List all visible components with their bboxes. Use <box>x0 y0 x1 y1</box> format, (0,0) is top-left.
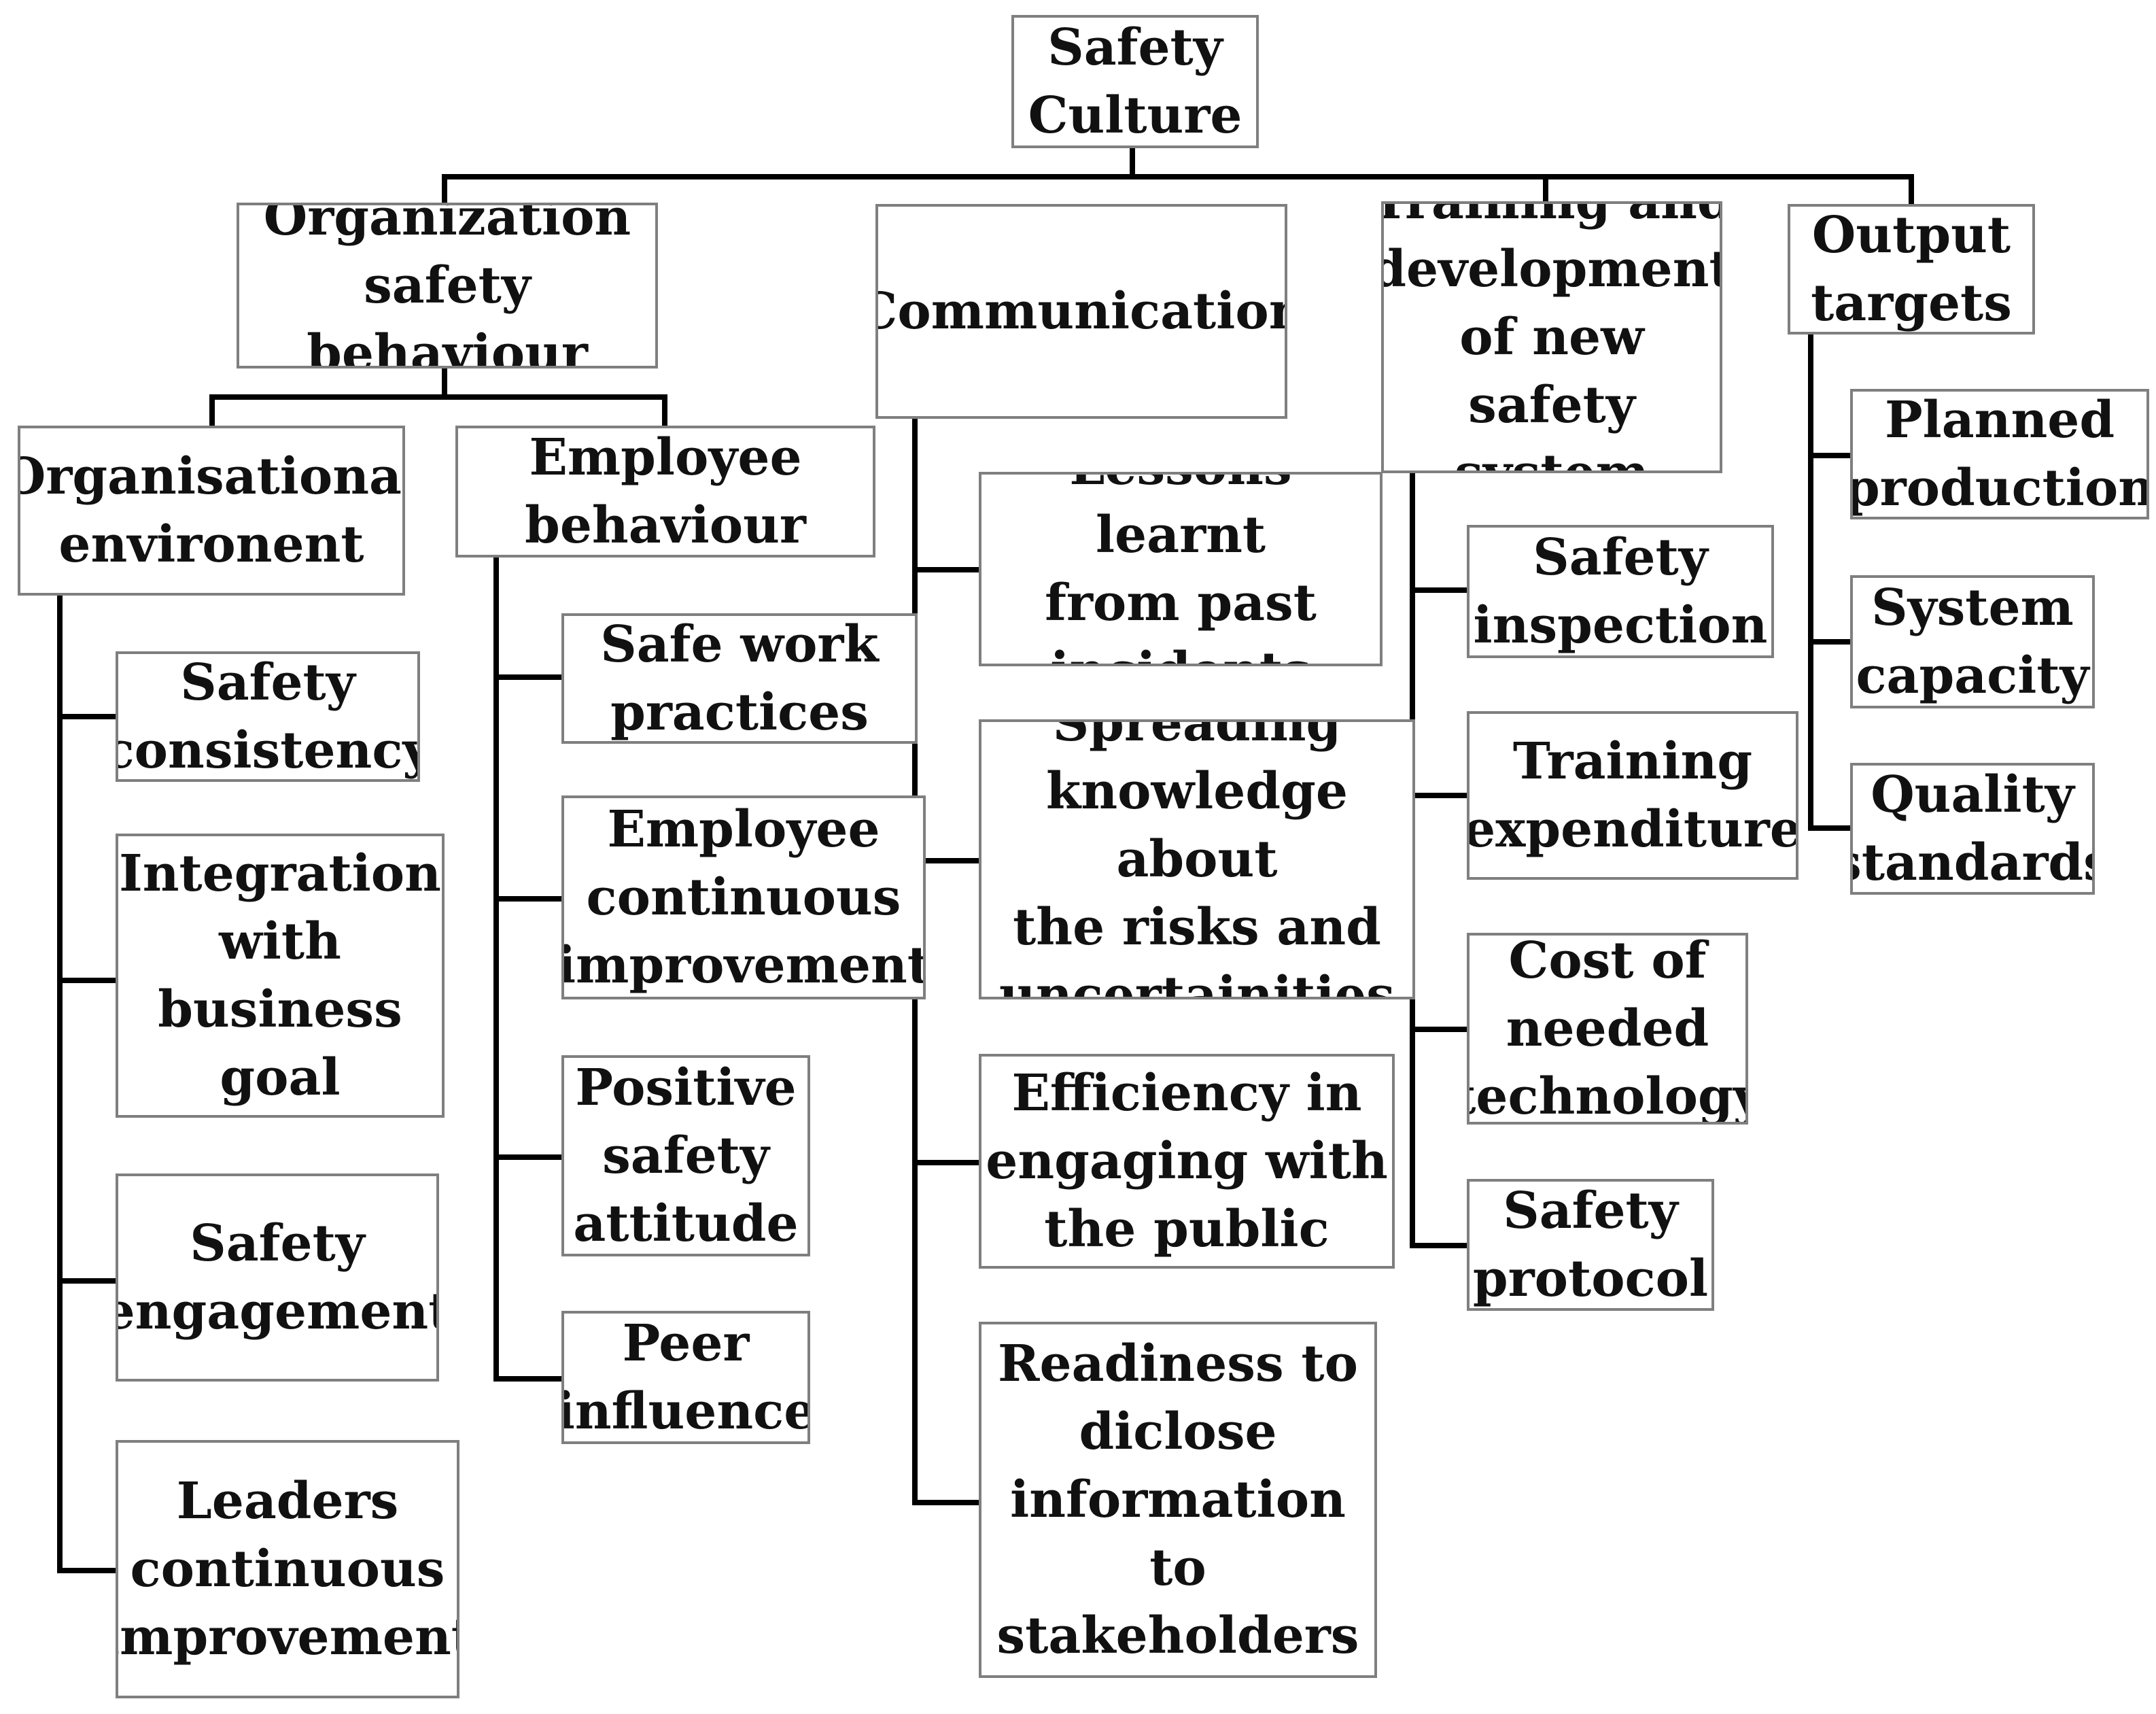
node-safety-engagement: Safety engagement <box>116 1173 439 1382</box>
connector-output-child-1 <box>1808 453 1851 458</box>
connector-to-output <box>1909 174 1914 207</box>
node-leaders-continuous-improvement: Leaders continuous improvement <box>116 1440 459 1698</box>
connector-level2-bus <box>209 394 667 400</box>
node-communication: Communication <box>875 204 1287 419</box>
connector-root-down <box>1130 147 1135 177</box>
connector-training-child-2 <box>1410 793 1468 798</box>
node-organisational-environment: Organisational environent <box>18 426 405 596</box>
node-quality-standards: Quality standards <box>1850 763 2095 895</box>
connector-to-training <box>1543 174 1548 207</box>
node-training-expenditure: Training expenditure <box>1467 711 1798 880</box>
connector-environment-spine <box>57 594 63 1571</box>
node-safety-consistency: Safety consistency <box>116 651 420 782</box>
node-system-capacity: System capacity <box>1850 575 2095 708</box>
connector-to-organization <box>442 174 447 207</box>
connector-employee-spine <box>493 556 499 1379</box>
connector-training-child-4 <box>1410 1243 1468 1248</box>
connector-output-child-3 <box>1808 825 1851 831</box>
node-positive-safety-attitude: Positive safety attitude <box>561 1055 810 1256</box>
node-peer-influence: Peer influence <box>561 1311 810 1444</box>
connector-employee-child-2 <box>493 896 563 902</box>
connector-level1-bus <box>442 174 1914 179</box>
node-organization-safety-behaviour: Organization safety behaviour <box>237 203 658 368</box>
connector-output-spine <box>1808 333 1813 828</box>
connector-environment-child-2 <box>57 978 117 983</box>
node-integration-with-business-goal: Integration with business goal <box>116 834 445 1118</box>
connector-communication-child-3 <box>912 1160 980 1165</box>
node-lessons-learnt: Lessons learnt from past incidents <box>979 472 1383 666</box>
node-readiness-to-disclose: Readiness to diclose information to stak… <box>979 1322 1377 1678</box>
node-safe-work-practices: Safe work practices <box>561 613 918 744</box>
node-safety-protocol: Safety protocol <box>1467 1179 1714 1311</box>
connector-to-employee <box>662 394 667 427</box>
node-employee-continuous-improvement: Employee continuous improvement <box>561 795 926 999</box>
connector-environment-child-3 <box>57 1278 117 1284</box>
node-cost-of-needed-technology: Cost of needed technology <box>1467 933 1748 1125</box>
connector-environment-child-1 <box>57 714 117 719</box>
connector-training-child-1 <box>1410 587 1468 593</box>
connector-output-child-2 <box>1808 639 1851 645</box>
connector-environment-child-4 <box>57 1568 117 1573</box>
connector-employee-child-1 <box>493 674 563 680</box>
connector-employee-child-3 <box>493 1154 563 1160</box>
node-safety-inspection: Safety inspection <box>1467 525 1774 658</box>
connector-communication-child-2 <box>912 858 980 863</box>
node-output-targets: Output targets <box>1788 204 2035 335</box>
connector-communication-child-1 <box>912 567 980 572</box>
node-training-development: Training and development of new safety s… <box>1381 201 1722 473</box>
connector-to-environment <box>209 394 215 427</box>
connector-organization-down <box>442 367 447 397</box>
connector-communication-child-4 <box>912 1500 980 1505</box>
node-employee-behaviour: Employee behaviour <box>455 426 875 558</box>
node-planned-production: Planned production <box>1850 389 2149 519</box>
node-safety-culture: Safety Culture <box>1011 15 1259 148</box>
node-efficiency-engaging-public: Efficiency in engaging with the public <box>979 1054 1395 1269</box>
node-spreading-knowledge: Spreading knowledge about the risks and … <box>979 719 1415 999</box>
connector-training-child-3 <box>1410 1027 1468 1032</box>
connector-employee-child-4 <box>493 1376 563 1382</box>
